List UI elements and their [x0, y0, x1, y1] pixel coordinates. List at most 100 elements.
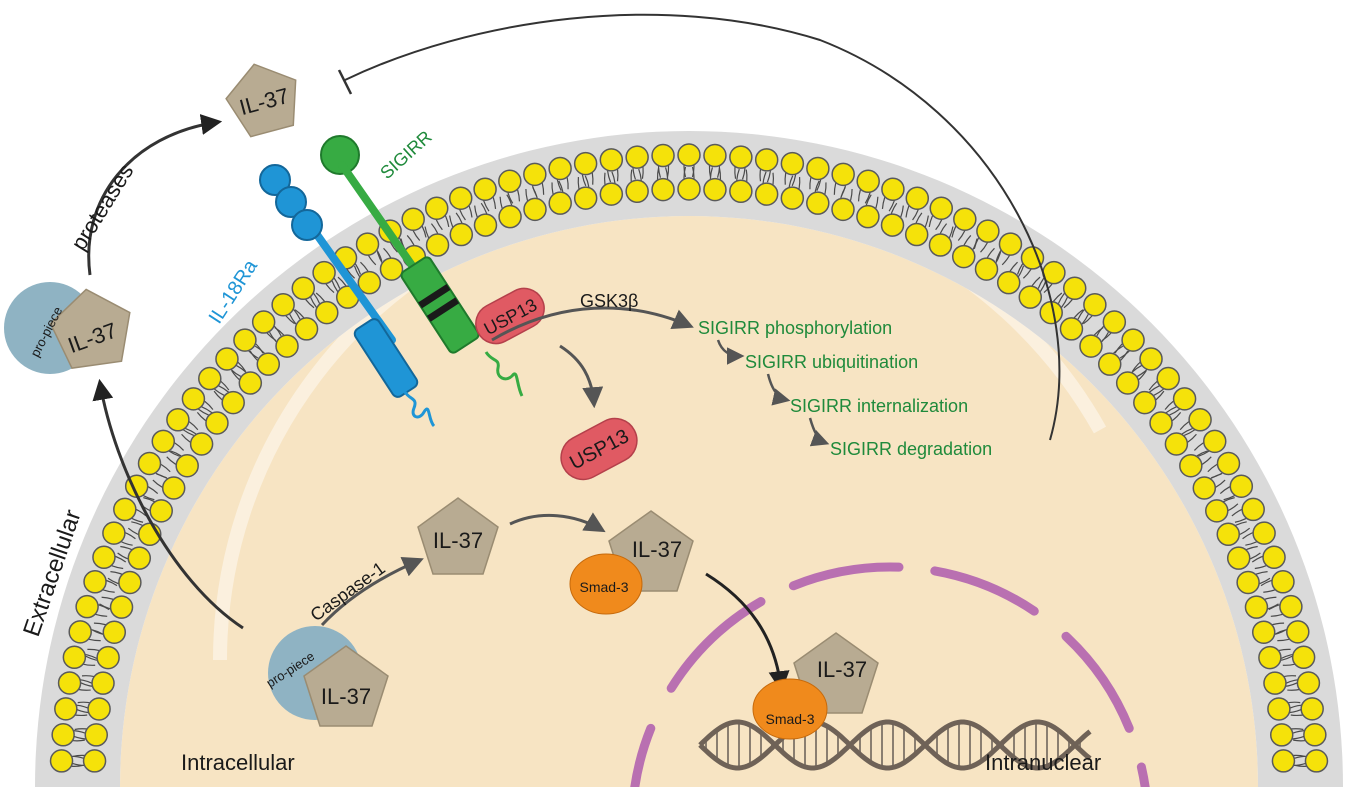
lipid-head — [953, 207, 977, 231]
lipid-head — [1216, 522, 1241, 547]
lipid-head — [754, 148, 779, 172]
lipid-head — [51, 723, 75, 747]
lipid-head — [856, 169, 880, 194]
lipid-head — [548, 156, 572, 181]
lipid-head — [161, 476, 186, 500]
lipid-head — [1164, 432, 1189, 456]
lipid-head — [1279, 594, 1303, 619]
lipid-head — [379, 257, 404, 281]
lipid-head — [275, 334, 299, 358]
usp13-release-arrow — [559, 344, 604, 409]
lipid-head — [149, 499, 173, 523]
lipid-head — [425, 233, 450, 257]
lipid-head — [57, 671, 82, 695]
lipid-head — [1179, 453, 1203, 478]
il18ra-tail — [403, 391, 436, 428]
lipid-head — [113, 497, 137, 522]
lipid-head — [677, 143, 701, 167]
sigirr-receptor — [320, 135, 524, 397]
lipid-head — [1304, 749, 1329, 773]
il37-complex-label: IL-37 — [632, 537, 682, 562]
lipid-head — [1229, 474, 1254, 498]
lipid-head — [1062, 276, 1087, 301]
lipid-head — [1079, 334, 1103, 358]
lipid-head — [151, 429, 176, 454]
lipid-head — [84, 723, 109, 747]
sigirr-head — [320, 135, 360, 175]
cascade-step-4: SIGIRR degradation — [830, 439, 992, 459]
lipid-head — [880, 213, 905, 237]
il37-nuclear-label: IL-37 — [817, 657, 867, 682]
pro-il37-extracellular: IL-37 pro-piece — [4, 282, 131, 374]
sigirr-tail — [484, 351, 524, 397]
lipid-head — [62, 645, 87, 670]
nuclear-envelope-segment — [1136, 762, 1150, 787]
lipid-head — [83, 570, 107, 594]
lipid-head — [904, 222, 929, 247]
lipid-head — [102, 620, 127, 644]
proteases-label: proteases — [66, 159, 138, 254]
nuclear-envelope-segment — [630, 723, 656, 787]
lipid-head — [87, 697, 111, 721]
smad3-nuclear-label: Smad-3 — [765, 711, 814, 727]
lipid-head — [1121, 328, 1145, 352]
lipid-head — [1205, 499, 1229, 523]
lipid-head — [96, 645, 120, 670]
lipid-head — [974, 257, 999, 281]
dna-strand — [698, 719, 1092, 771]
smad3-il37-complex: IL-37 Smad-3 — [569, 510, 694, 615]
lipid-head — [1188, 408, 1212, 432]
cytoplasm — [120, 216, 1258, 787]
lipid-head — [473, 177, 497, 201]
lipid-head — [998, 232, 1023, 256]
lipid-head — [312, 260, 336, 285]
lipid-head — [137, 451, 162, 476]
il37-intracellular-label: IL-37 — [433, 528, 483, 553]
lipid-head — [976, 219, 1000, 243]
sigirr-transmembrane — [400, 256, 480, 354]
lipid-head — [754, 182, 779, 206]
smad3-il37-dna-complex: IL-37 Smad-3 — [752, 632, 879, 740]
lipid-head — [1252, 521, 1276, 545]
lipid-head — [929, 196, 954, 220]
lipid-head — [1102, 310, 1127, 334]
secretion-arrow — [92, 378, 244, 630]
lipid-head — [573, 186, 598, 210]
pro-il37-intracellular: IL-37 pro-piece — [263, 626, 389, 727]
lipid-head — [1251, 620, 1276, 644]
lipid-head — [473, 213, 498, 237]
lipid-head — [1262, 545, 1286, 570]
cascade-arrow-2 — [766, 373, 791, 406]
lipid-head — [1156, 366, 1180, 391]
lipid-head — [806, 191, 830, 215]
lipid-head — [315, 300, 339, 325]
lipid-head — [1149, 411, 1173, 435]
il18ra-transmembrane — [353, 318, 419, 398]
lipid-head — [951, 244, 976, 269]
cascade-arrow-1 — [716, 339, 745, 365]
cascade-step-1: SIGIRR phosphorylation — [698, 318, 892, 338]
lipid-head — [1018, 285, 1043, 309]
lipid-head — [729, 145, 753, 169]
lipid-head — [498, 204, 522, 229]
inhibition-bar — [337, 69, 353, 95]
lipid-head — [118, 570, 142, 595]
lipid-head — [625, 145, 649, 169]
lipid-head — [651, 143, 675, 168]
lipid-head — [175, 453, 199, 478]
cascade-step-2: SIGIRR ubiquitination — [745, 352, 918, 372]
lipid-bilayer — [49, 143, 1329, 773]
il18ra-domain — [259, 164, 291, 196]
lipid-head — [1226, 546, 1251, 570]
lipid-head — [1291, 645, 1316, 670]
lipid-head — [1300, 697, 1324, 721]
lipid-head — [573, 151, 598, 176]
lipid-head — [75, 594, 99, 619]
lipid-head — [166, 408, 190, 432]
lipid-head — [127, 546, 152, 570]
lipid-head — [1192, 476, 1217, 500]
il18ra-domain — [291, 209, 323, 241]
nuclear-envelope-segment — [788, 562, 904, 591]
lipid-head — [523, 197, 547, 222]
